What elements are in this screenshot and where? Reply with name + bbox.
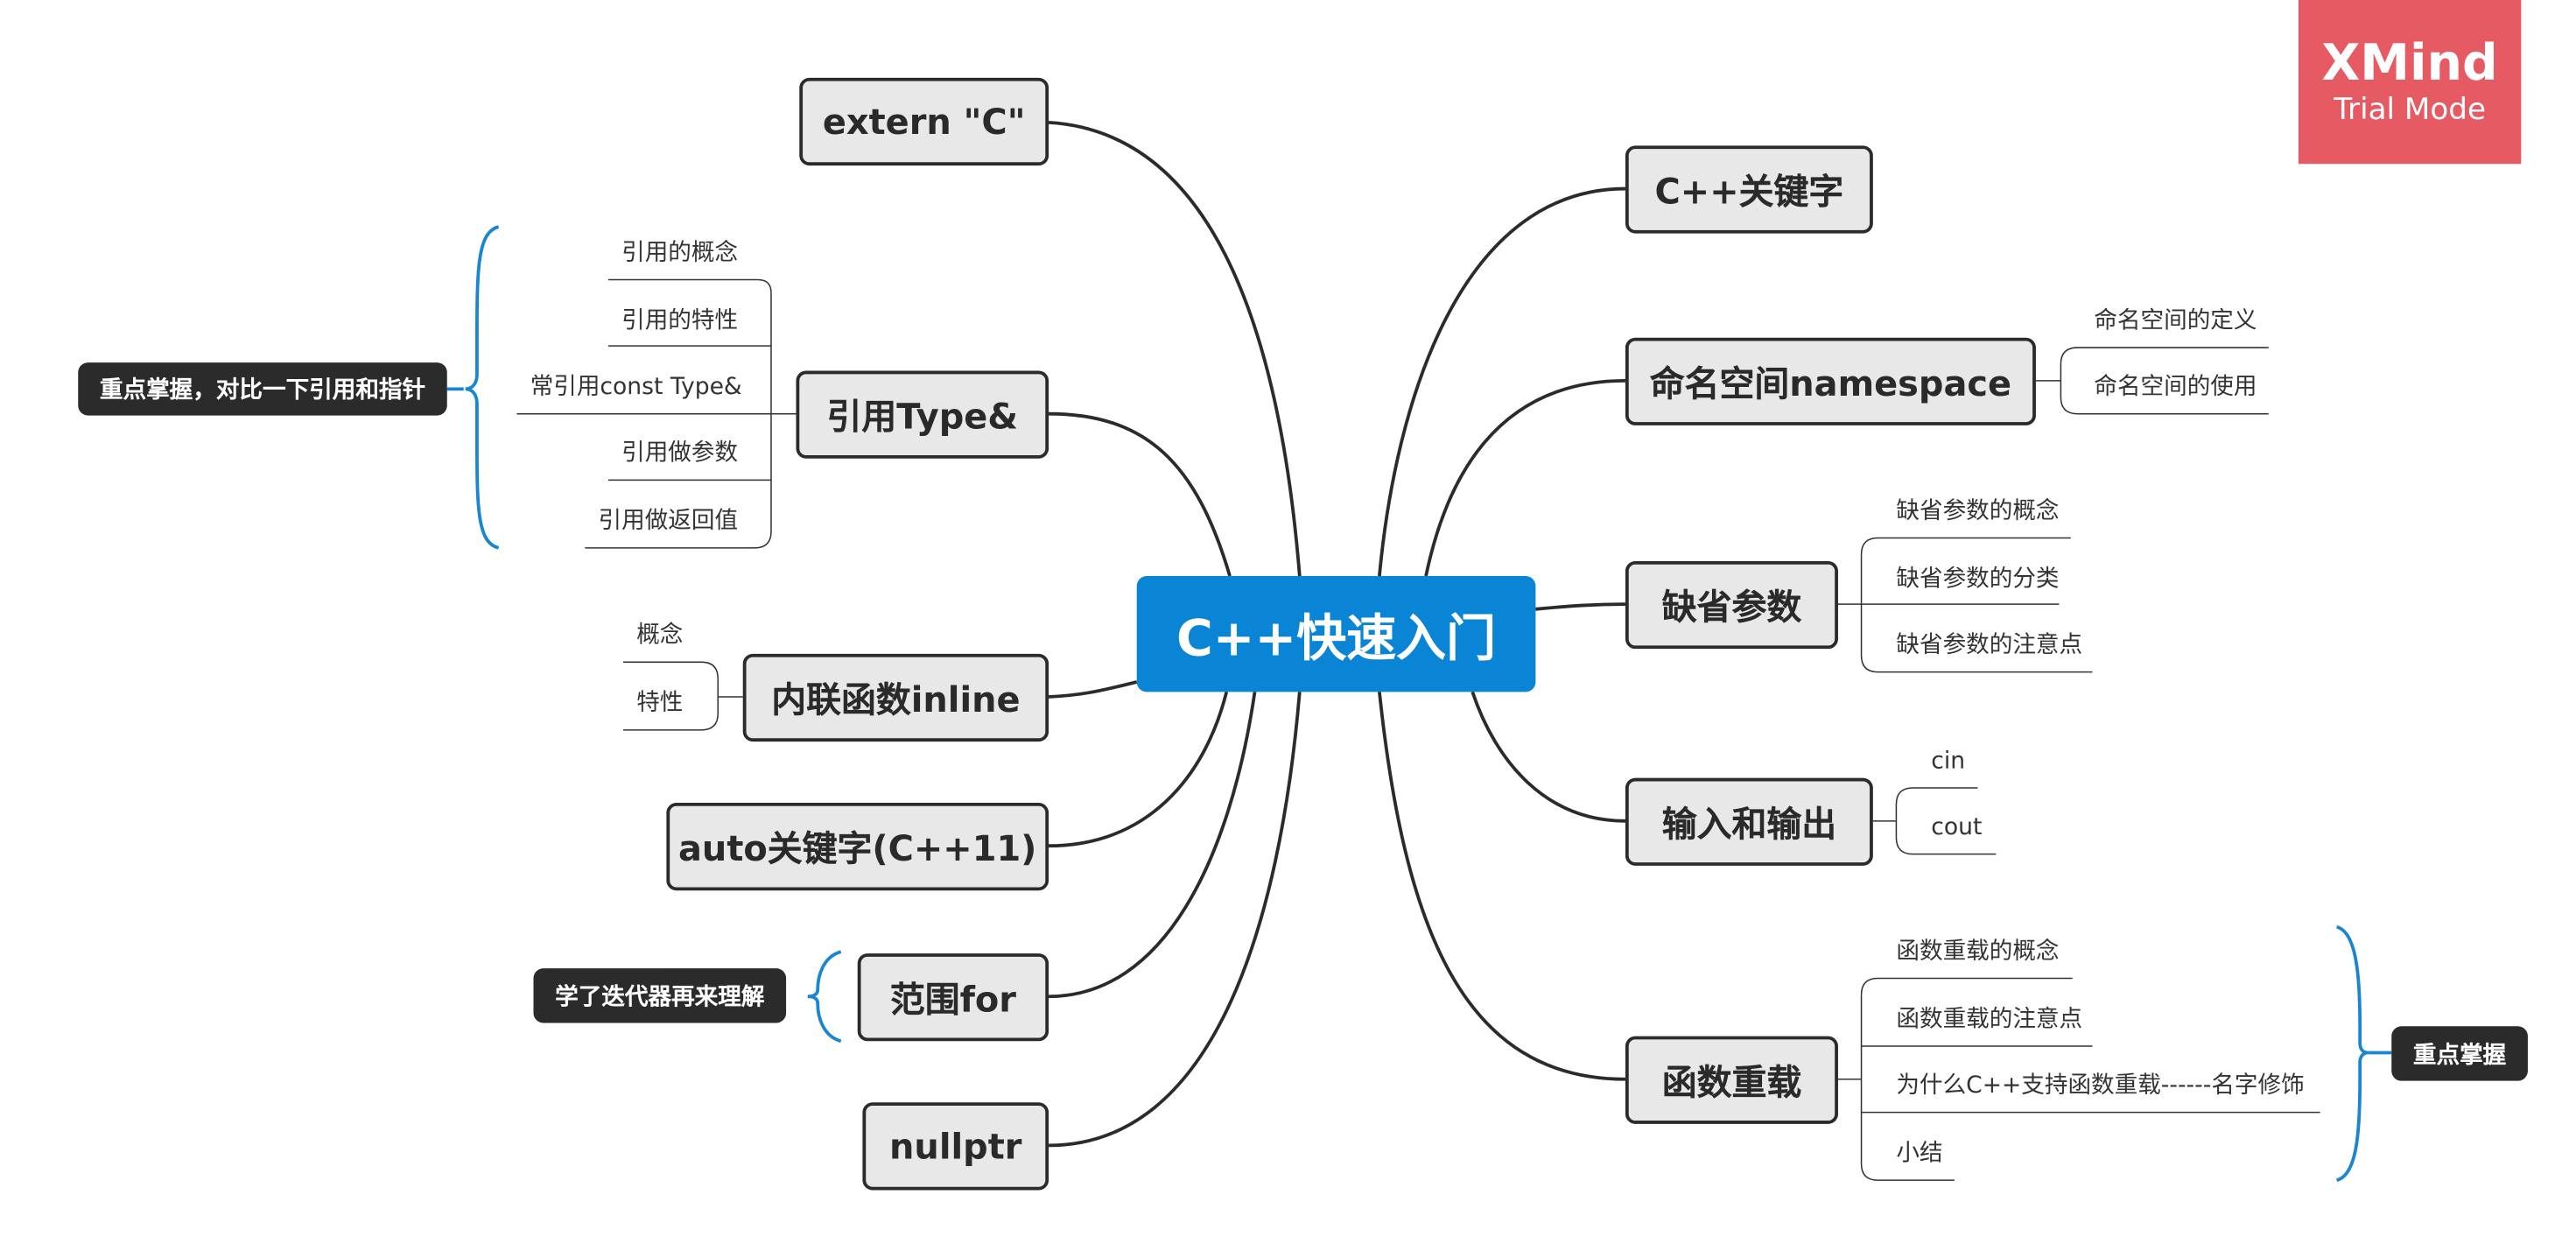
subtopic-const-reference[interactable]: 常引用const Type& xyxy=(530,374,742,401)
topic-range-for[interactable]: 范围for xyxy=(857,953,1049,1042)
subtopic-inline-concept[interactable]: 概念 xyxy=(636,622,684,650)
summary-range-for[interactable]: 学了迭代器再来理解 xyxy=(533,968,787,1023)
connector-auto xyxy=(1049,691,1229,848)
topic-default-params[interactable]: 缺省参数 xyxy=(1625,560,1838,650)
brace-overload-summary xyxy=(2335,925,2369,1182)
topic-extern-c[interactable]: extern "C" xyxy=(799,77,1049,166)
tree-io-underline-2 xyxy=(1895,804,1997,855)
tree-reference-spine xyxy=(755,292,772,549)
subtopic-namespace-definition[interactable]: 命名空间的定义 xyxy=(2094,307,2257,334)
subtopic-reference-concept[interactable]: 引用的概念 xyxy=(621,240,739,267)
tree-namespace-underline-1 xyxy=(2060,347,2269,364)
tree-default-underline-3 xyxy=(1860,554,2093,673)
connector-io xyxy=(1470,691,1625,823)
subtopic-overload-concept[interactable]: 函数重载的概念 xyxy=(1896,938,2060,966)
connector-overload xyxy=(1378,692,1625,1081)
topic-overload[interactable]: 函数重载 xyxy=(1625,1036,1838,1124)
topic-io[interactable]: 输入和输出 xyxy=(1625,777,1873,866)
topic-auto[interactable]: auto关键字(C++11) xyxy=(666,803,1049,891)
subtopic-overload-caveats[interactable]: 函数重载的注意点 xyxy=(1896,1006,2083,1033)
tree-overload-underline-4 xyxy=(1860,994,1955,1181)
subtopic-cin[interactable]: cin xyxy=(1931,748,1966,775)
subtopic-default-categories[interactable]: 缺省参数的分类 xyxy=(1896,566,2060,593)
subtopic-name-mangling[interactable]: 为什么C++支持函数重载------名字修饰 xyxy=(1896,1072,2305,1100)
subtopic-reference-as-param[interactable]: 引用做参数 xyxy=(621,439,739,467)
topic-reference[interactable]: 引用Type& xyxy=(796,370,1049,459)
subtopic-default-caveats[interactable]: 缺省参数的注意点 xyxy=(1896,632,2083,659)
connector-reference xyxy=(1049,411,1232,577)
connector-extern-c xyxy=(1048,121,1302,577)
connector-namespace xyxy=(1424,378,1625,577)
tree-inline-underline-1 xyxy=(623,661,719,679)
topic-keywords[interactable]: C++关键字 xyxy=(1625,145,1873,234)
subtopic-namespace-usage[interactable]: 命名空间的使用 xyxy=(2094,374,2257,401)
xmind-trial-badge: XMind Trial Mode xyxy=(2298,0,2522,165)
connector-default-params xyxy=(1535,602,1625,611)
subtopic-inline-traits[interactable]: 特性 xyxy=(636,690,684,717)
subtopic-overload-summary[interactable]: 小结 xyxy=(1896,1140,1943,1167)
tree-namespace-underline-2 xyxy=(2060,363,2269,415)
brace-reference-summary xyxy=(465,225,500,550)
connector-nullptr xyxy=(1049,692,1302,1148)
connector-range-for xyxy=(1049,692,1257,999)
connector-keywords xyxy=(1378,186,1625,577)
watermark-title: XMind xyxy=(2321,33,2498,92)
topic-nullptr[interactable]: nullptr xyxy=(862,1102,1049,1191)
summary-overload[interactable]: 重点掌握 xyxy=(2391,1026,2528,1081)
subtopic-cout[interactable]: cout xyxy=(1931,814,1983,841)
tree-inline-spine xyxy=(623,678,719,731)
topic-inline[interactable]: 内联函数inline xyxy=(742,653,1049,742)
subtopic-default-concept[interactable]: 缺省参数的概念 xyxy=(1896,498,2060,525)
topic-namespace[interactable]: 命名空间namespace xyxy=(1625,337,2036,425)
tree-io-underline-1 xyxy=(1895,787,1978,805)
tree-reference-underline-1 xyxy=(607,278,772,293)
tree-default-underline-1 xyxy=(1860,537,2071,555)
subtopic-reference-traits[interactable]: 引用的特性 xyxy=(621,307,739,334)
subtopic-reference-as-return[interactable]: 引用做返回值 xyxy=(598,508,739,535)
watermark-subtitle: Trial Mode xyxy=(2334,91,2487,127)
brace-range-for-summary xyxy=(807,950,842,1044)
summary-reference-vs-pointer[interactable]: 重点掌握，对比一下引用和指针 xyxy=(78,362,447,416)
connector-inline xyxy=(1048,680,1138,699)
tree-overload-underline-1 xyxy=(1860,977,2073,995)
central-topic[interactable]: C++快速入门 xyxy=(1136,575,1536,692)
